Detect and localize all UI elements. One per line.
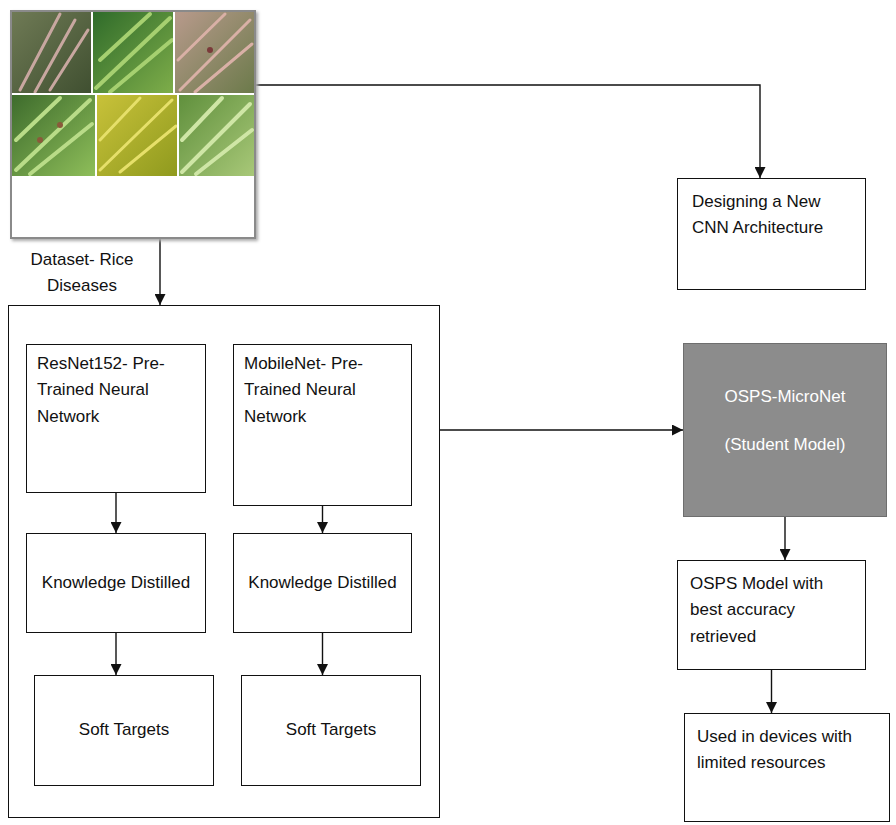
teacher-model-box: MobileNet- Pre-Trained Neural Network <box>233 344 412 506</box>
dataset-image: Dataset- Rice Diseases <box>10 10 256 239</box>
box-text: Soft Targets <box>45 717 203 743</box>
flow-arrow <box>440 429 683 430</box>
flow-arrow <box>322 506 323 533</box>
flow-arrow <box>115 633 116 675</box>
tile-seams <box>12 12 254 176</box>
box-text: (Student Model) <box>692 432 878 458</box>
process-box: Designing a New CNN Architecture <box>677 178 866 290</box>
flow-arrow <box>115 493 116 533</box>
caption-holder: Dataset- Rice Diseases <box>18 247 146 300</box>
process-box: Knowledge Distilled <box>26 533 206 633</box>
box-text: Designing a New CNN Architecture <box>692 189 851 242</box>
output-box: Soft Targets <box>241 675 421 786</box>
box-text: MobileNet- Pre-Trained Neural Network <box>244 351 401 430</box>
process-box: Knowledge Distilled <box>233 533 412 633</box>
output-box: Soft Targets <box>34 675 214 786</box>
process-box: OSPS Model with best accuracy retrieved <box>677 560 866 670</box>
process-box: Used in devices with limited resources <box>684 713 890 822</box>
box-text: Knowledge Distilled <box>244 570 401 596</box>
student-model-box: OSPS-MicroNet (Student Model) <box>683 343 887 517</box>
flow-arrow <box>256 85 760 178</box>
box-text: Knowledge Distilled <box>37 570 195 596</box>
photo-tiles <box>12 12 254 176</box>
box-text: OSPS-MicroNet <box>692 384 878 410</box>
flow-arrow <box>771 670 772 713</box>
box-text: OSPS Model with best accuracy retrieved <box>690 571 853 650</box>
box-text: ResNet152- Pre-Trained Neural Network <box>37 351 195 430</box>
teacher-model-box: ResNet152- Pre-Trained Neural Network <box>26 344 206 493</box>
box-text: Used in devices with limited resources <box>697 724 877 777</box>
group-container: ResNet152- Pre-Trained Neural Network Mob… <box>8 305 440 818</box>
flow-arrow <box>784 517 785 560</box>
flow-arrow <box>159 239 160 305</box>
dataset-label: Dataset- Rice Diseases <box>18 247 146 300</box>
flow-arrow <box>322 633 323 675</box>
box-text: Soft Targets <box>252 717 410 743</box>
